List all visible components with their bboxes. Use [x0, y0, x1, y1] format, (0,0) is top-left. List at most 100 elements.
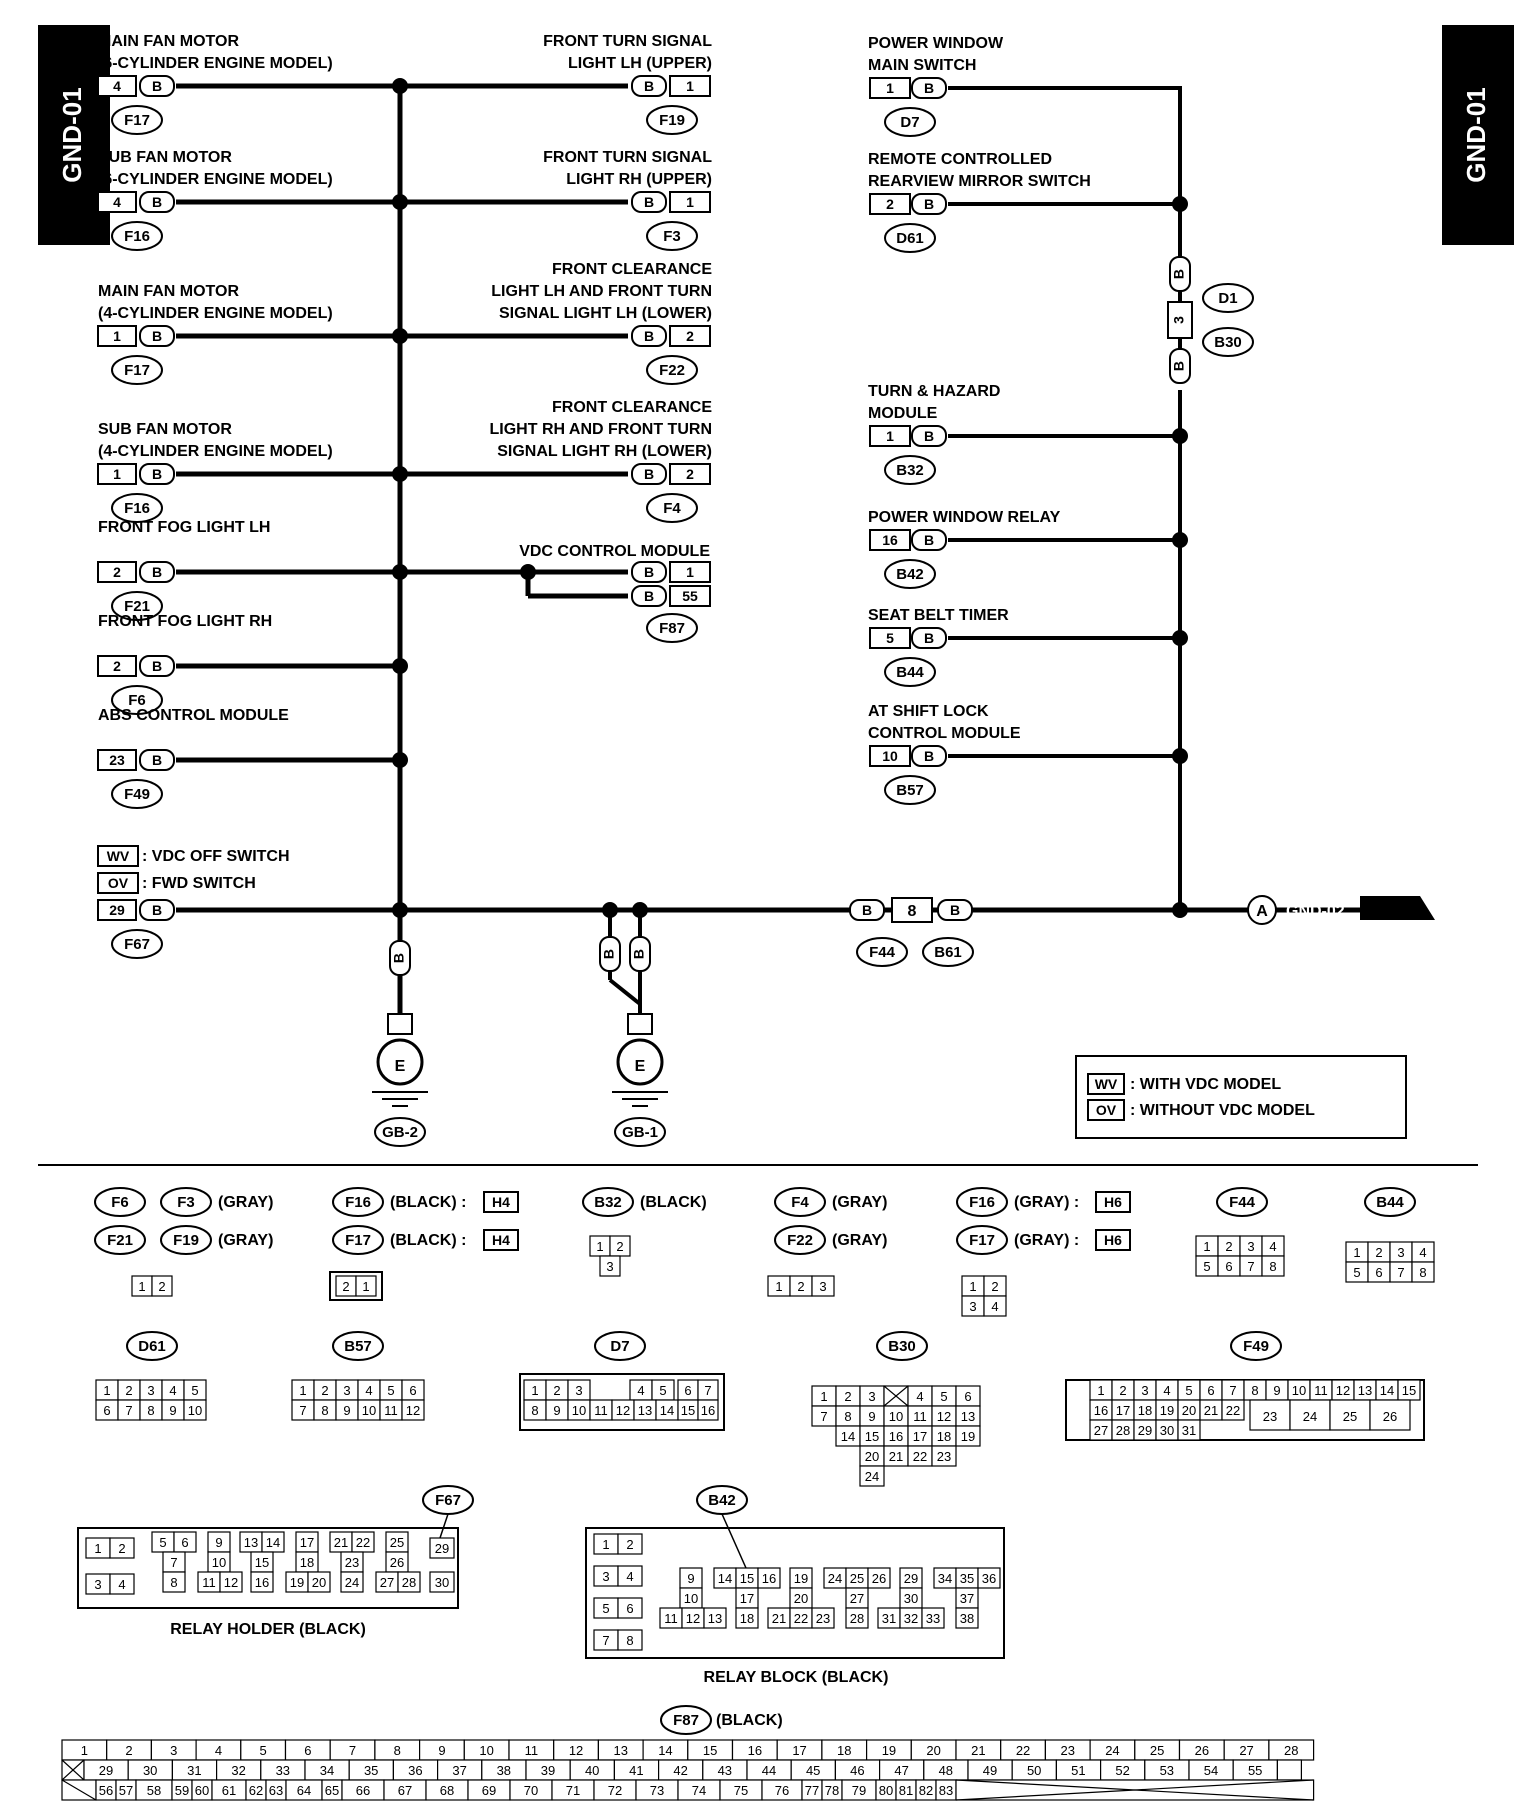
pin-number: 8: [1251, 1383, 1258, 1398]
pin-number: 82: [919, 1783, 933, 1798]
pin-number: 11: [913, 1409, 927, 1424]
pin-number: 76: [775, 1783, 789, 1798]
wire-color-box: [631, 463, 667, 485]
connector-ref-oval: [111, 221, 163, 251]
pin-number: 4: [916, 1389, 923, 1404]
pin-number: 5: [940, 1389, 947, 1404]
connector-ref-oval: [884, 223, 936, 253]
component-label: LIGHT LH AND FRONT TURN: [491, 283, 712, 300]
pin-number: 22: [1016, 1743, 1030, 1758]
pin-number: 8: [147, 1403, 154, 1418]
pin-cell: [1177, 1419, 1201, 1441]
pin-number: 27: [1094, 1423, 1108, 1438]
pin-number: 40: [585, 1763, 599, 1778]
junction-dot: [1172, 902, 1188, 918]
pin-number: 5: [159, 1535, 166, 1550]
pin-cell: [109, 1573, 135, 1595]
pin-cell: [703, 1607, 727, 1629]
pin-number: 24: [1303, 1409, 1317, 1424]
pin-number: 7: [704, 1383, 711, 1398]
pin-box: [869, 627, 911, 649]
connector-ref-label: F17: [969, 1232, 995, 1249]
pin-number: 2: [616, 1239, 623, 1254]
pin-number: 20: [865, 1449, 879, 1464]
pin-number: 35: [364, 1763, 378, 1778]
pin-number: 28: [850, 1611, 864, 1626]
component-label: CONTROL MODULE: [868, 725, 1021, 742]
pin-cell: [1221, 1399, 1245, 1421]
wire-color-box: [139, 561, 175, 583]
pin-number: 26: [1383, 1409, 1397, 1424]
junction-dot: [392, 658, 408, 674]
pin-number: 12: [616, 1403, 630, 1418]
connector-ref-label: F19: [659, 112, 685, 129]
pin-number: 13: [244, 1535, 258, 1550]
pin-number: 21: [889, 1449, 903, 1464]
pin-cell: [429, 1537, 455, 1559]
pin-number: 24: [1105, 1743, 1119, 1758]
pin-number: 5: [260, 1743, 267, 1758]
wire-color-box: [911, 425, 947, 447]
wire-color-box: [911, 627, 947, 649]
connector-ref-label: F67: [435, 1492, 461, 1509]
pin-number: 83: [939, 1783, 953, 1798]
pin-number: 63: [269, 1783, 283, 1798]
connector-ref-label: D1: [1218, 290, 1237, 307]
pin-number: 7: [820, 1409, 827, 1424]
note: (GRAY) :: [1014, 1194, 1079, 1211]
pin-number: 54: [1204, 1763, 1218, 1778]
pin-number: 16: [748, 1743, 762, 1758]
connector-ref-oval: [594, 1331, 646, 1361]
connector-ref-label: F22: [787, 1232, 813, 1249]
pin-number: 56: [99, 1783, 113, 1798]
pin-number: 19: [794, 1571, 808, 1586]
pin-number: 11: [202, 1575, 216, 1590]
tag: H6: [1104, 1232, 1122, 1248]
pin-cell: [617, 1565, 643, 1587]
wire-color-box: [139, 899, 175, 921]
pin-number: 12: [1336, 1383, 1350, 1398]
pin-number: 79: [852, 1783, 866, 1798]
pin-number: 13: [961, 1409, 975, 1424]
pin-number: 41: [629, 1763, 643, 1778]
pin-box: [669, 561, 711, 583]
pin-cell: [219, 1571, 243, 1593]
connector-ref-oval: [884, 775, 936, 805]
wire-color-box: [631, 585, 667, 607]
pin-number: 6: [103, 1403, 110, 1418]
pin-number: 2: [321, 1383, 328, 1398]
pin-number: 72: [608, 1783, 622, 1798]
connector-ref-oval: [646, 221, 698, 251]
pin-number: 9: [343, 1403, 350, 1418]
connector-ref-label: F19: [173, 1232, 199, 1249]
pin-cell: [151, 1275, 173, 1297]
pin-number: 7: [299, 1403, 306, 1418]
connector-ref-label: B42: [708, 1492, 736, 1509]
pin-cell: [355, 1275, 377, 1297]
pin-number: 25: [1150, 1743, 1164, 1758]
pin-number: 36: [408, 1763, 422, 1778]
pin-number: 7: [1229, 1383, 1236, 1398]
wire-color-label: B: [152, 752, 162, 768]
ov-tag-box: [97, 872, 139, 894]
connector-ref-oval: [884, 559, 936, 589]
pin-number: 1: [103, 1383, 110, 1398]
pin-number: 16: [762, 1571, 776, 1586]
pin-number: 26: [390, 1555, 404, 1570]
tag-box: [483, 1191, 519, 1213]
pin-number: 78: [825, 1783, 839, 1798]
wire-color-box: [911, 193, 947, 215]
pin-number: 17: [913, 1429, 927, 1444]
pin-number: 29: [435, 1541, 449, 1556]
wire-color-label: B: [152, 328, 162, 344]
connector-ref-label: B42: [896, 566, 924, 583]
pin-number: 24: [865, 1469, 879, 1484]
pin-number: 57: [119, 1783, 133, 1798]
pin-number: 53: [1160, 1763, 1174, 1778]
pin-number: 26: [872, 1571, 886, 1586]
pin-number: 2: [1119, 1383, 1126, 1398]
pin-number: 80: [879, 1783, 893, 1798]
pin-cell: [162, 1571, 186, 1593]
connector-ref-oval: [774, 1225, 826, 1255]
ov-tag: OV: [108, 875, 129, 891]
